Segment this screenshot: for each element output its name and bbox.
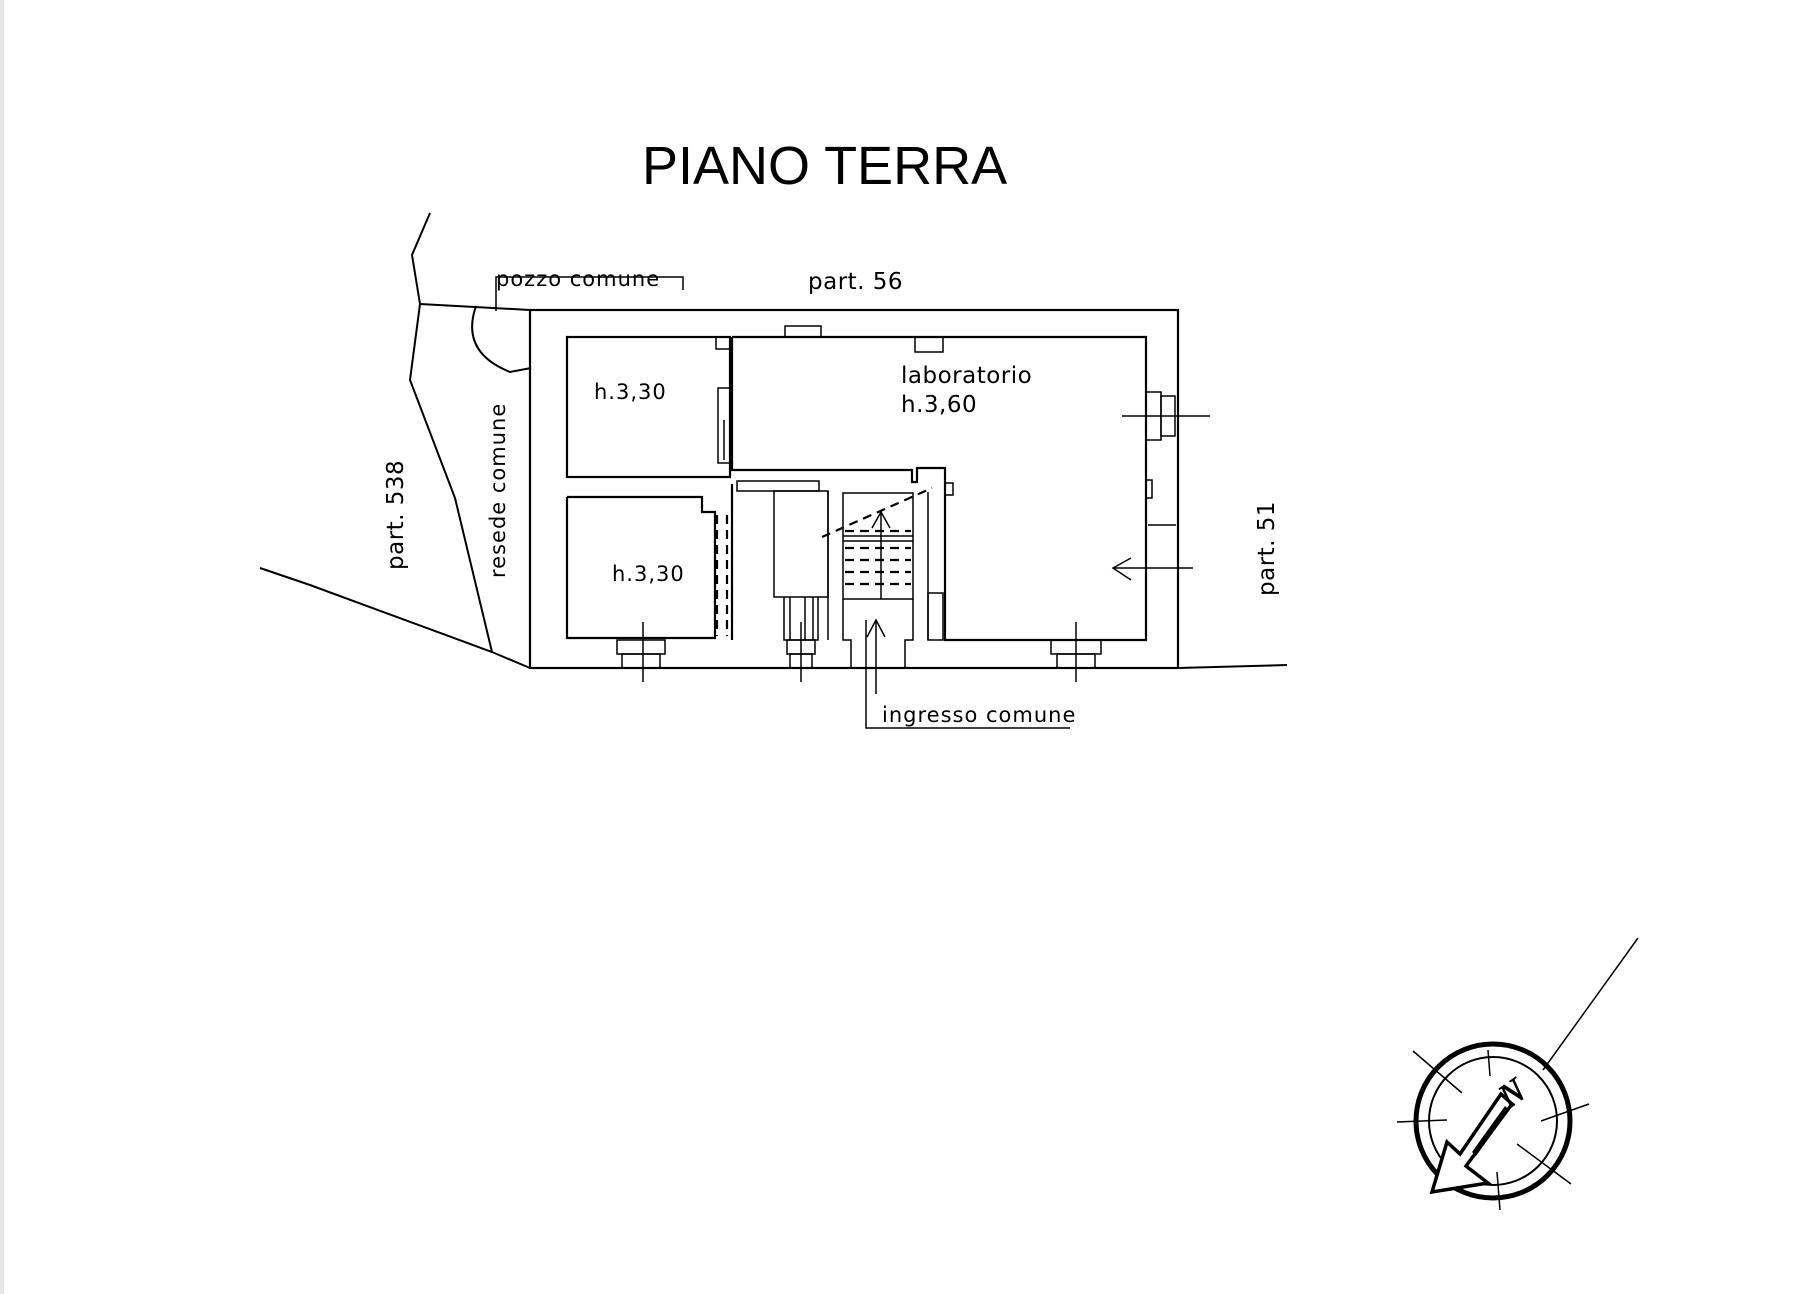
page-title: PIANO TERRA bbox=[642, 136, 1007, 196]
compass-icon: N bbox=[1396, 937, 1639, 1211]
windows-front bbox=[616, 622, 1102, 682]
stair-core bbox=[730, 480, 829, 641]
site-boundary bbox=[259, 212, 1288, 669]
well-pozzo bbox=[471, 276, 684, 374]
label-part-51: part. 51 bbox=[1254, 501, 1280, 596]
entrance-arrow bbox=[865, 618, 1070, 729]
staircase bbox=[821, 486, 944, 668]
label-part-56: part. 56 bbox=[808, 269, 903, 295]
label-resede-comune: resede comune bbox=[486, 403, 510, 578]
room-bottom-left bbox=[565, 495, 729, 640]
room-laboratorio bbox=[730, 325, 1210, 642]
label-pozzo-comune: pozzo comune bbox=[496, 267, 660, 291]
room-height-bottom-left: h.3,30 bbox=[612, 562, 685, 586]
room-height-top-left: h.3,30 bbox=[594, 380, 667, 404]
side-entrance-arrow bbox=[1111, 557, 1193, 581]
room-name-laboratorio: laboratorio bbox=[901, 363, 1032, 389]
outer-wall bbox=[528, 308, 1180, 670]
room-top-left bbox=[565, 335, 732, 479]
label-ingresso-comune: ingresso comune bbox=[882, 703, 1076, 727]
room-height-laboratorio: h.3,60 bbox=[901, 392, 977, 418]
page-edge bbox=[0, 0, 4, 1294]
label-part-538: part. 538 bbox=[383, 460, 409, 570]
